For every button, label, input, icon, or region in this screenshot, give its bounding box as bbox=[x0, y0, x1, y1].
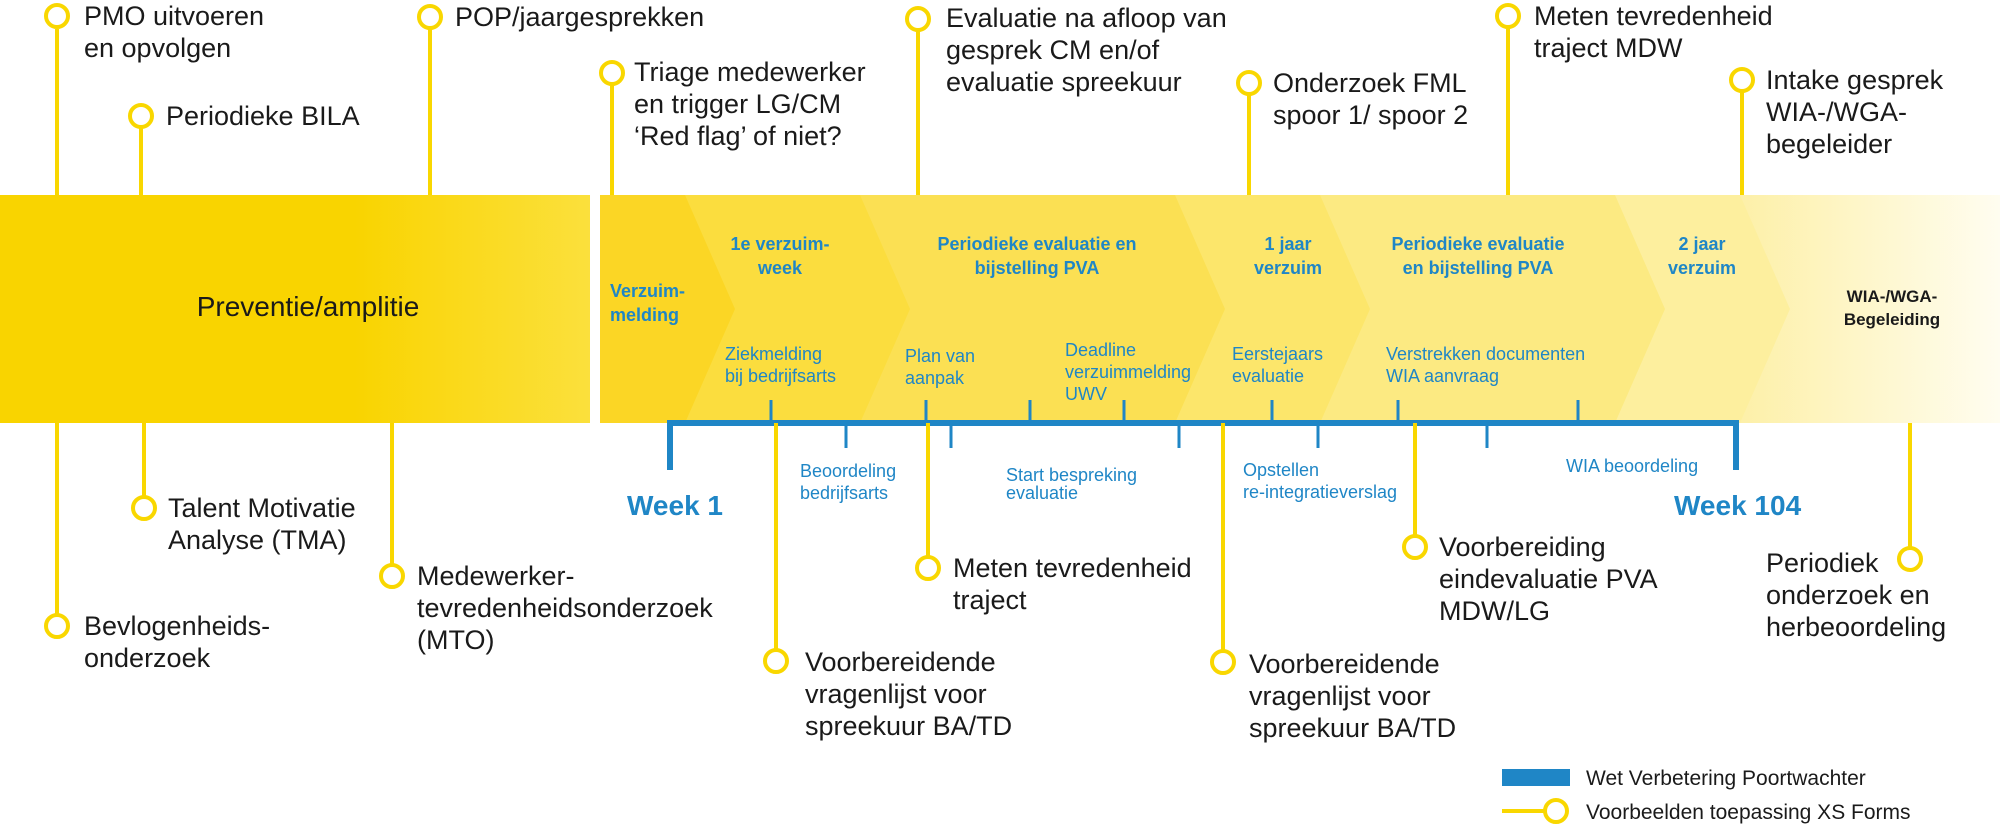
timeline-ticks-above bbox=[769, 400, 1580, 423]
legend-blue-swatch bbox=[1502, 769, 1570, 786]
prevention-block bbox=[0, 195, 590, 423]
phase-label-wia: WIA-/WGA-Begeleiding bbox=[1844, 287, 1940, 329]
legend-yellow-marker bbox=[1543, 798, 1569, 824]
timeline-ticks-below bbox=[844, 423, 1489, 448]
marker-fml bbox=[1236, 70, 1262, 96]
top-item-pop: POP/jaargesprekken bbox=[455, 2, 704, 32]
marker-intake bbox=[1729, 67, 1755, 93]
week-start-label: Week 1 bbox=[627, 490, 723, 521]
marker-bila bbox=[128, 103, 154, 129]
marker-pop bbox=[417, 4, 443, 30]
marker-vragenlijst-1 bbox=[763, 648, 789, 674]
marker-triage bbox=[599, 60, 625, 86]
chevron-1e-verzuimweek bbox=[685, 195, 915, 423]
chevron-2-jaar bbox=[1615, 195, 1795, 423]
phase-label-verzuimmelding: Verzuim-melding bbox=[610, 281, 685, 325]
prevention-label: Preventie/amplitie bbox=[197, 291, 420, 322]
bottom-item-bevlogenheid: Bevlogenheids-onderzoek bbox=[84, 611, 270, 673]
phase-label-1e-verzuimweek: 1e verzuim-week bbox=[730, 234, 829, 278]
marker-bevlogenheid bbox=[44, 613, 70, 639]
marker-mto bbox=[379, 563, 405, 589]
marker-periodiek bbox=[1897, 546, 1923, 572]
chevron-periodieke-1 bbox=[860, 195, 1230, 423]
milestone-wia-beoordeling: WIA beoordeling bbox=[1566, 456, 1698, 476]
top-item-bila: Periodieke BILA bbox=[166, 101, 360, 131]
bottom-markers bbox=[44, 423, 1923, 675]
marker-evaluatie bbox=[905, 6, 931, 32]
week-end-label: Week 104 bbox=[1674, 490, 1802, 521]
legend-label-xs-forms: Voorbeelden toepassing XS Forms bbox=[1586, 801, 1911, 824]
chevron-verzuimmelding bbox=[600, 195, 740, 423]
marker-eindevaluatie bbox=[1402, 534, 1428, 560]
marker-pmo bbox=[44, 3, 70, 29]
marker-tma bbox=[131, 495, 157, 521]
chevron-periodieke-2 bbox=[1320, 195, 1670, 423]
marker-vragenlijst-2 bbox=[1210, 649, 1236, 675]
legend-label-poortwachter: Wet Verbetering Poortwachter bbox=[1586, 767, 1866, 790]
chevron-wia bbox=[1740, 195, 2000, 423]
bottom-item-mto: Medewerker-tevredenheidsonderzoek(MTO) bbox=[417, 561, 713, 655]
chevron-1-jaar bbox=[1175, 195, 1375, 423]
marker-meten-mdw bbox=[1495, 3, 1521, 29]
top-markers bbox=[44, 3, 1755, 195]
marker-meten-traject bbox=[915, 555, 941, 581]
